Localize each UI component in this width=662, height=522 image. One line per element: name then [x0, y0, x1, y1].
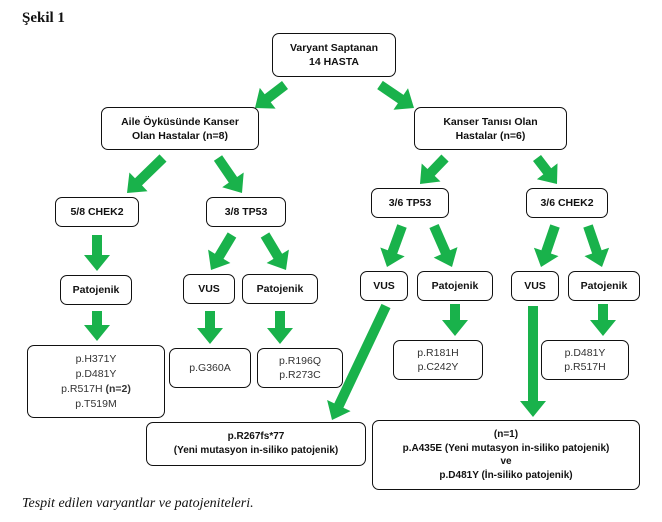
cancer-chek2-vus-variants-node: (n=1) p.A435E (Yeni mutasyon in-siliko p… — [372, 420, 640, 490]
cancer-chek2-label: 3/6 CHEK2 — [540, 197, 594, 209]
family-history-node: Aile Öyküsünde Kanser Olan Hastalar (n=8… — [101, 107, 259, 150]
cancer-tp53-pathogenic-node: Patojenik — [417, 271, 493, 301]
cancer-chek2-pathogenic-variants-node: p.D481Y p.R517H — [541, 340, 629, 380]
arrow-root-to-cancer — [377, 80, 414, 110]
variant-g360a: p.G360A — [189, 362, 231, 374]
family-chek2-pathogenic-label: Patojenik — [72, 284, 120, 296]
family-tp53-pathogenic-node: Patojenik — [242, 274, 318, 304]
figure-label: Şekil 1 — [22, 10, 65, 26]
variant-r267fs: p.R267fs*77 — [227, 431, 285, 442]
cancer-chek2-pathogenic-label: Patojenik — [580, 280, 628, 292]
arrow-cchek2-to-vus — [533, 224, 560, 267]
cancer-line2: Hastalar (n=6) — [455, 129, 526, 142]
variant-r517h-count: (n=2) — [105, 382, 131, 395]
family-tp53-pathogenic-label: Patojenik — [256, 283, 304, 295]
cancer-tp53-vus-label: VUS — [373, 280, 395, 292]
variant-a435e: p.A435E (Yeni mutasyon in-siliko patojen… — [402, 442, 610, 454]
family-chek2-pathogenic-node: Patojenik — [60, 275, 132, 305]
variant-a435e-count: (n=1) — [493, 429, 519, 440]
cancer-tp53-pathogenic-variants-node: p.R181H p.C242Y — [393, 340, 483, 380]
cancer-tp53-vus-node: VUS — [360, 271, 408, 301]
cancer-line1: Kanser Tanısı Olan — [443, 115, 538, 128]
variant-r517h-cancer: p.R517H — [564, 361, 606, 373]
cancer-tp53-label: 3/6 TP53 — [388, 197, 432, 209]
arrow-cancer-to-tp53 — [420, 154, 449, 184]
arrow-pathogenic-to-variants — [84, 311, 110, 341]
variant-r517h-row: p.R517H (n=2) — [61, 382, 131, 397]
family-tp53-pathogenic-variants-node: p.R196Q p.R273C — [257, 348, 343, 388]
arrow-cchek2-to-pathogenic — [583, 224, 610, 267]
arrow-root-to-family — [255, 81, 288, 109]
variant-h371y: p.H371Y — [75, 352, 117, 365]
variant-d481y-insilico: p.D481Y (İn-siliko patojenik) — [439, 469, 573, 481]
root-line1: Varyant Saptanan — [289, 42, 379, 54]
family-chek2-node: 5/8 CHEK2 — [55, 197, 139, 227]
variant-t519m: p.T519M — [75, 397, 117, 410]
arrow-cvus-to-a435e — [520, 306, 546, 417]
family-tp53-vus-label: VUS — [198, 283, 220, 295]
family-tp53-label: 3/8 TP53 — [224, 206, 268, 218]
cancer-chek2-node: 3/6 CHEK2 — [526, 188, 608, 218]
variant-r273c: p.R273C — [279, 369, 321, 381]
variant-r517h: p.R517H — [61, 382, 103, 395]
arrow-vus-to-g360a — [197, 311, 223, 344]
family-tp53-vus-node: VUS — [183, 274, 235, 304]
arrow-family-to-tp53 — [213, 155, 244, 193]
cancer-tp53-node: 3/6 TP53 — [371, 188, 449, 218]
arrow-tp53-to-pathogenic — [260, 232, 289, 270]
variant-r267fs-note: (Yeni mutasyon in-siliko patojenik) — [173, 445, 339, 456]
variant-conjunction: ve — [500, 456, 512, 467]
figure-caption: Tespit edilen varyantlar ve patojenitele… — [22, 496, 254, 511]
arrow-cpathogenic-to-r181h — [442, 304, 468, 336]
family-line2: Olan Hastalar (n=8) — [132, 129, 228, 142]
cancer-chek2-pathogenic-node: Patojenik — [568, 271, 640, 301]
arrow-chek2-to-pathogenic — [84, 235, 110, 271]
cancer-diagnosis-node: Kanser Tanısı Olan Hastalar (n=6) — [414, 107, 567, 150]
cancer-chek2-vus-label: VUS — [524, 280, 546, 292]
root-line2: 14 HASTA — [309, 56, 359, 68]
cancer-tp53-vus-variant-node: p.R267fs*77 (Yeni mutasyon in-siliko pat… — [146, 422, 366, 466]
arrow-pathogenic-to-r196q — [267, 311, 293, 344]
cancer-chek2-vus-node: VUS — [511, 271, 559, 301]
arrow-tp53-to-vus — [208, 232, 237, 270]
variant-d481y-cancer: p.D481Y — [564, 347, 606, 359]
root-node: Varyant Saptanan 14 HASTA — [272, 33, 396, 77]
family-chek2-variants-node: p.H371Y p.D481Y p.R517H (n=2) p.T519M — [27, 345, 165, 418]
variant-r196q: p.R196Q — [278, 355, 322, 367]
arrow-family-to-chek2 — [127, 154, 167, 193]
family-line1: Aile Öyküsünde Kanser — [121, 115, 239, 128]
family-tp53-node: 3/8 TP53 — [206, 197, 286, 227]
variant-c242y: p.C242Y — [417, 361, 459, 373]
arrow-ctp53-to-pathogenic — [429, 224, 458, 267]
arrow-cancer-to-chek2 — [533, 155, 558, 184]
arrow-ctp53-to-vus — [380, 224, 407, 267]
arrow-cvus-to-r267fs — [327, 303, 391, 420]
family-tp53-vus-variant-node: p.G360A — [169, 348, 251, 388]
variant-r181h: p.R181H — [417, 347, 459, 359]
cancer-tp53-pathogenic-label: Patojenik — [431, 280, 479, 292]
arrow-cpathogenic-to-d481y — [590, 304, 616, 336]
variant-d481y: p.D481Y — [75, 367, 117, 380]
family-chek2-label: 5/8 CHEK2 — [70, 206, 124, 218]
